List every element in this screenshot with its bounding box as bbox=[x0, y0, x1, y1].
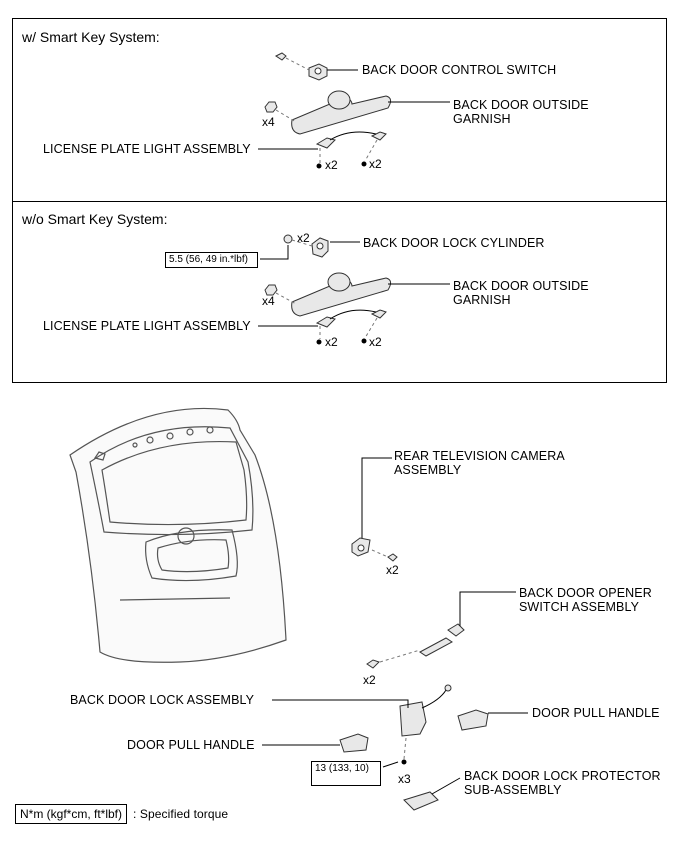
opener-screw-qty: x2 bbox=[363, 673, 376, 687]
screw-part-2a bbox=[316, 326, 322, 345]
screw-qty-1a: x2 bbox=[325, 158, 338, 172]
pull-handle-right-part bbox=[457, 709, 489, 731]
license-light-label-1: LICENSE PLATE LIGHT ASSEMBLY bbox=[43, 142, 251, 156]
lock-bolt-qty: x3 bbox=[398, 772, 411, 786]
lock-bolt-part bbox=[401, 737, 407, 765]
clip-qty-2: x4 bbox=[262, 294, 275, 308]
lock-assembly-part bbox=[399, 684, 452, 737]
protector-label-b: SUB-ASSEMBLY bbox=[464, 783, 562, 797]
camera-screw-qty: x2 bbox=[386, 563, 399, 577]
torque-legend-box: N*m (kgf*cm, ft*lbf) bbox=[15, 804, 128, 824]
opener-label-b: SWITCH ASSEMBLY bbox=[519, 600, 640, 614]
lock-cylinder-part bbox=[311, 237, 329, 258]
control-switch-label: BACK DOOR CONTROL SWITCH bbox=[362, 63, 557, 77]
license-light-label-2: LICENSE PLATE LIGHT ASSEMBLY bbox=[43, 319, 251, 333]
panel-no-smart-header: w/o Smart Key System: bbox=[22, 211, 168, 227]
opener-switch-part bbox=[419, 623, 465, 657]
protector-label-a: BACK DOOR LOCK PROTECTOR bbox=[464, 769, 661, 783]
garnish-label-2a: BACK DOOR OUTSIDE bbox=[453, 279, 589, 293]
back-door-illustration bbox=[69, 407, 287, 663]
license-light-part-2 bbox=[315, 309, 387, 328]
cylinder-bolt-part bbox=[283, 234, 293, 244]
screw-qty-1b: x2 bbox=[369, 157, 382, 171]
lock-torque-spec: 13 (133, 10) bbox=[311, 761, 381, 786]
screw-part-1b bbox=[361, 139, 378, 167]
lock-assembly-label: BACK DOOR LOCK ASSEMBLY bbox=[70, 693, 255, 707]
screw-qty-2a: x2 bbox=[325, 335, 338, 349]
pull-handle-left-part bbox=[339, 733, 369, 753]
cylinder-torque-spec: 5.5 (56, 49 in.*lbf) bbox=[165, 252, 258, 268]
cylinder-bolt-qty: x2 bbox=[297, 231, 310, 245]
garnish-label-1b: GARNISH bbox=[453, 112, 511, 126]
clip-qty-1: x4 bbox=[262, 115, 275, 129]
rear-camera-part bbox=[351, 537, 371, 557]
license-light-part-1 bbox=[315, 131, 387, 149]
panel-smart-header: w/ Smart Key System: bbox=[22, 29, 160, 45]
opener-label-a: BACK DOOR OPENER bbox=[519, 586, 652, 600]
torque-legend-desc: : Specified torque bbox=[133, 807, 229, 821]
camera-label-b: ASSEMBLY bbox=[394, 463, 462, 477]
switch-screw-part bbox=[275, 52, 287, 61]
screw-qty-2b: x2 bbox=[369, 335, 382, 349]
garnish-label-2b: GARNISH bbox=[453, 293, 511, 307]
camera-screw-part bbox=[387, 553, 398, 562]
screw-part-2b bbox=[361, 317, 378, 344]
clip-part-1 bbox=[264, 101, 278, 113]
clip-part-2 bbox=[264, 284, 278, 296]
lock-protector-part bbox=[403, 791, 439, 811]
outside-garnish-part-2 bbox=[291, 272, 392, 317]
camera-label-a: REAR TELEVISION CAMERA bbox=[394, 449, 565, 463]
lock-cylinder-label: BACK DOOR LOCK CYLINDER bbox=[363, 236, 545, 250]
opener-screw-part bbox=[366, 659, 380, 669]
outside-garnish-part-1 bbox=[291, 90, 392, 135]
pull-handle-left-label: DOOR PULL HANDLE bbox=[127, 738, 255, 752]
control-switch-part bbox=[308, 63, 328, 81]
pull-handle-right-label: DOOR PULL HANDLE bbox=[532, 706, 660, 720]
screw-part-1a bbox=[316, 148, 322, 169]
garnish-label-1a: BACK DOOR OUTSIDE bbox=[453, 98, 589, 112]
